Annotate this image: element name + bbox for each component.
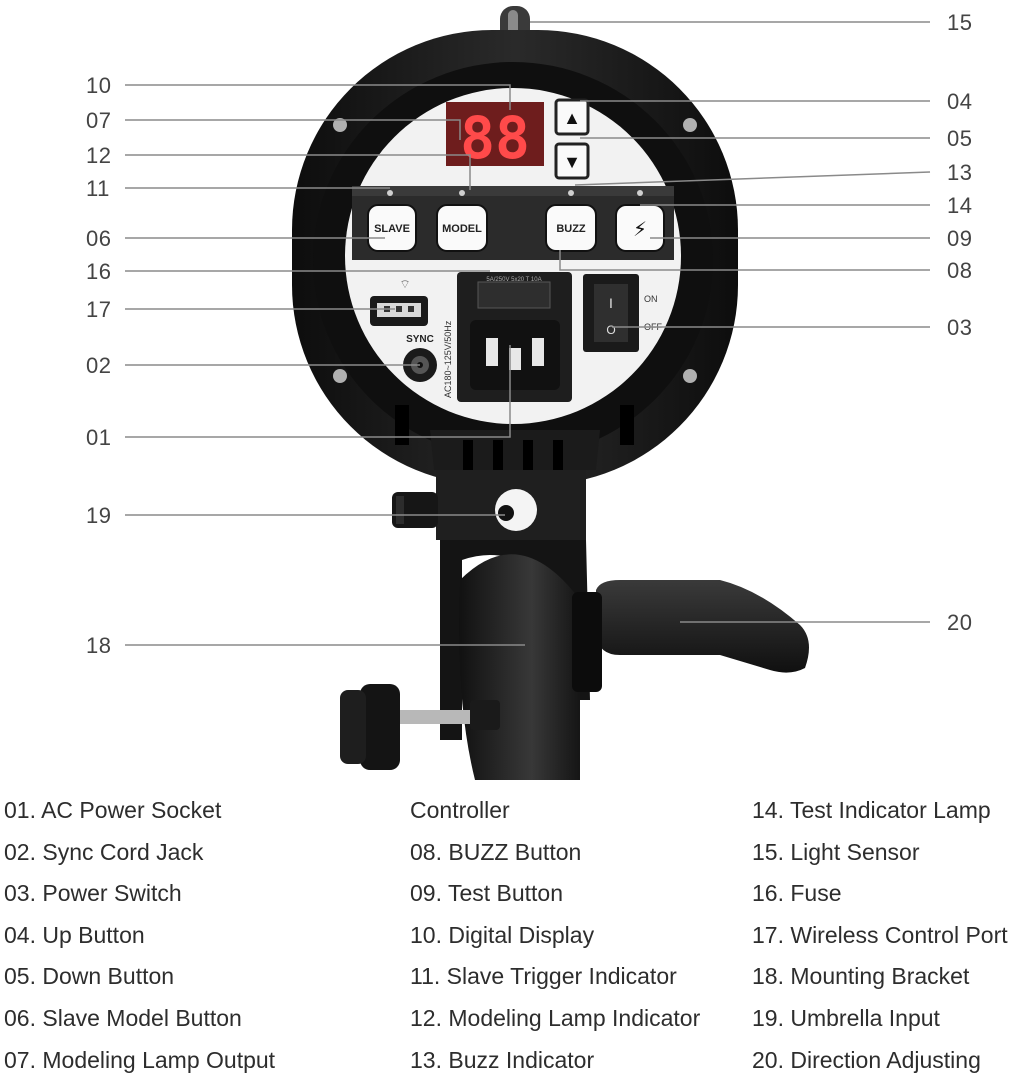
legend-column-2: Controller 08. BUZZ Button 09. Test Butt… xyxy=(410,793,700,1084)
legend-item: 20. Direction Adjusting xyxy=(752,1046,981,1073)
flash-unit-illustration: 88 ▲ ▼ SLAVE MODEL BUZZ xyxy=(125,6,931,780)
fuse-label: 5A/250V 5x20 T 10A xyxy=(486,277,541,283)
switch-on-symbol: I xyxy=(609,295,613,311)
callout-10: 10 xyxy=(86,73,112,98)
direction-adjusting-handle[interactable] xyxy=(572,580,809,692)
callout-08: 08 xyxy=(947,258,973,283)
legend-item: 11. Slave Trigger Indicator xyxy=(410,963,677,990)
wireless-control-port[interactable]: ⌔ xyxy=(370,277,428,326)
legend-item: 18. Mounting Bracket xyxy=(752,963,970,990)
housing-neck xyxy=(430,430,600,472)
legend-column-1: 01. AC Power Socket 02. Sync Cord Jack 0… xyxy=(4,793,275,1084)
callout-18: 18 xyxy=(86,633,112,658)
test-indicator-led xyxy=(637,190,643,196)
down-arrow-icon: ▼ xyxy=(563,152,581,172)
legend-column-3: 14. Test Indicator Lamp 15. Light Sensor… xyxy=(752,793,1008,1084)
svg-text:SLAVE: SLAVE xyxy=(374,223,410,235)
leader-12 xyxy=(125,154,471,190)
digital-display: 88 xyxy=(446,102,544,172)
svg-text:MODEL: MODEL xyxy=(442,223,482,235)
voltage-label: AC180~125V/50Hz xyxy=(443,320,453,398)
legend-item: 07. Modeling Lamp Output xyxy=(4,1046,276,1073)
umbrella-input[interactable] xyxy=(392,470,586,540)
legend-item: 08. BUZZ Button xyxy=(410,838,582,865)
legend-item: Controller xyxy=(410,797,510,823)
mounting-bracket xyxy=(440,540,590,780)
model-indicator-led xyxy=(459,190,465,196)
leader-01 xyxy=(125,345,511,438)
sync-label: SYNC xyxy=(406,334,434,345)
wireless-signal-icon: ⌔ xyxy=(399,277,410,291)
callout-04: 04 xyxy=(947,89,973,114)
buzz-button[interactable]: BUZZ xyxy=(545,204,597,252)
callout-07: 07 xyxy=(86,108,112,133)
ac-power-socket[interactable]: 5A/250V 5x20 T 10A xyxy=(457,272,572,402)
legend-item: 06. Slave Model Button xyxy=(4,1004,242,1031)
tilt-lock-knob[interactable] xyxy=(340,684,500,770)
callout-01: 01 xyxy=(86,425,112,450)
buzz-indicator-led xyxy=(568,190,574,196)
callout-15: 15 xyxy=(947,10,973,35)
legend-item: 04. Up Button xyxy=(4,921,145,948)
switch-off-symbol: O xyxy=(606,323,615,337)
up-arrow-icon: ▲ xyxy=(563,108,581,128)
legend-item: 13. Buzz Indicator xyxy=(410,1046,595,1073)
legend-item: 19. Umbrella Input xyxy=(752,1004,940,1031)
display-digits: 88 xyxy=(460,104,530,172)
legend-item: 16. Fuse xyxy=(752,880,842,907)
legend-item: 17. Wireless Control Port xyxy=(752,921,1008,948)
callout-16: 16 xyxy=(86,259,112,284)
callout-12: 12 xyxy=(86,143,112,168)
legend-item: 01. AC Power Socket xyxy=(4,797,222,823)
leader-08 xyxy=(559,250,930,271)
callout-13: 13 xyxy=(947,160,973,185)
callout-leader-lines xyxy=(125,21,931,646)
callout-09: 09 xyxy=(947,226,973,251)
legend-item: 09. Test Button xyxy=(410,880,564,907)
legend-item: 02. Sync Cord Jack xyxy=(4,838,204,865)
lightning-icon: ⚡ xyxy=(633,219,647,241)
callout-14: 14 xyxy=(947,193,973,218)
down-button[interactable]: ▼ xyxy=(554,142,590,180)
power-switch[interactable]: I O ON OFF xyxy=(583,274,662,352)
sync-cord-jack[interactable]: SYNC xyxy=(403,334,437,382)
legend-item: 05. Down Button xyxy=(4,963,175,990)
legend-item: 10. Digital Display xyxy=(410,921,595,948)
callout-02: 02 xyxy=(86,353,112,378)
leader-10 xyxy=(125,84,511,110)
up-button[interactable]: ▲ xyxy=(554,98,590,136)
model-button[interactable]: MODEL xyxy=(436,204,488,252)
legend-item: 14. Test Indicator Lamp xyxy=(752,797,991,823)
callout-19: 19 xyxy=(86,503,112,528)
svg-text:BUZZ: BUZZ xyxy=(556,223,586,235)
callout-11: 11 xyxy=(86,176,110,201)
fuse-holder[interactable]: 5A/250V 5x20 T 10A xyxy=(477,277,551,309)
slave-button[interactable]: SLAVE xyxy=(367,204,417,252)
callout-17: 17 xyxy=(86,297,112,322)
callout-05: 05 xyxy=(947,126,973,151)
legend-item: 15. Light Sensor xyxy=(752,838,920,865)
slave-indicator-led xyxy=(387,190,393,196)
legend-item: 03. Power Switch xyxy=(4,880,182,907)
callout-20: 20 xyxy=(947,610,973,635)
callout-03: 03 xyxy=(947,315,973,340)
callout-06: 06 xyxy=(86,226,112,251)
leader-13 xyxy=(574,171,931,186)
legend-item: 12. Modeling Lamp Indicator xyxy=(410,1004,701,1031)
leader-07 xyxy=(125,119,461,140)
switch-on-label: ON xyxy=(644,294,658,304)
test-button[interactable]: ⚡ xyxy=(615,204,665,252)
